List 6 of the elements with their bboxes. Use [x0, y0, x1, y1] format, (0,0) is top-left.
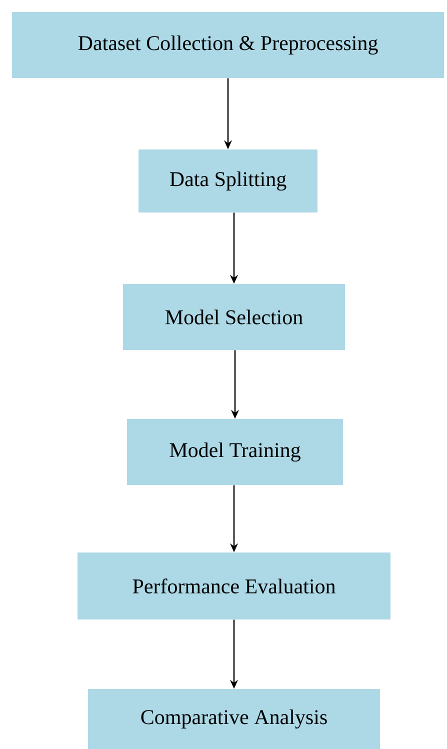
process-box: Data Splitting: [138, 150, 318, 212]
process-box: Model Selection: [123, 284, 345, 350]
process-box: Model Training: [127, 419, 343, 485]
process-box: Comparative Analysis: [88, 689, 380, 749]
process-box: Dataset Collection & Preprocessing: [12, 12, 444, 78]
process-box: Performance Evaluation: [78, 552, 390, 620]
